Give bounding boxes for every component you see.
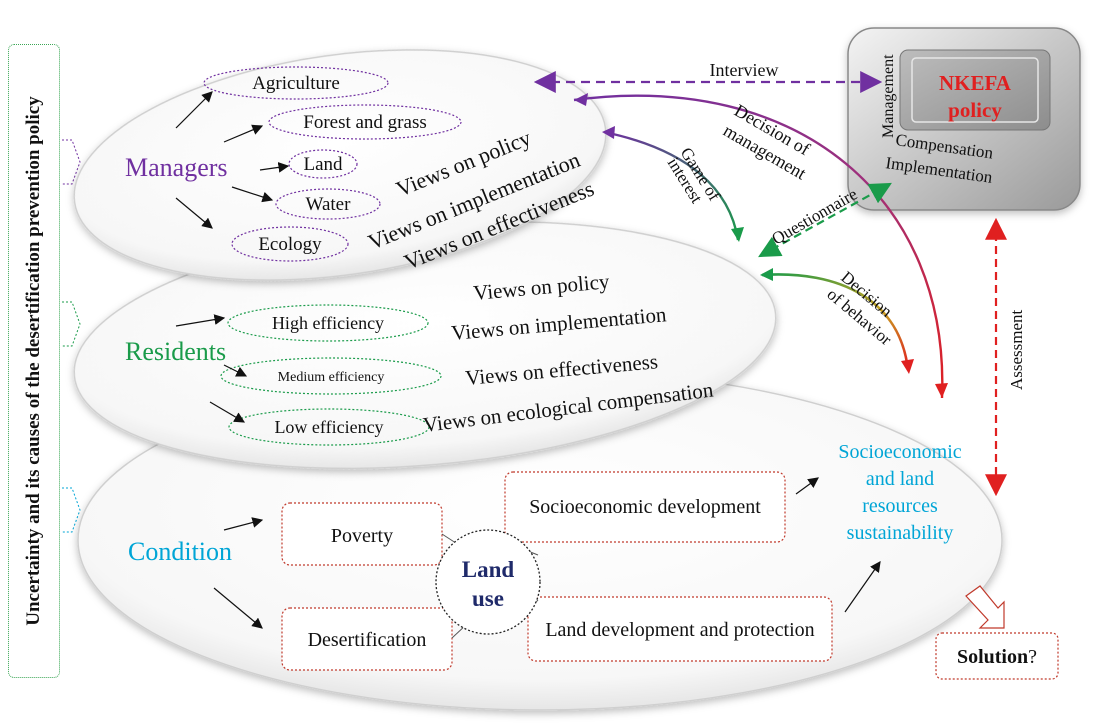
- desertification-box: [281, 607, 453, 671]
- desertification-label: Desertification: [308, 629, 427, 651]
- resident-items: [220, 304, 442, 446]
- socio-dev-label: Socioeconomic development: [529, 496, 761, 518]
- sustain-line1: Socioeconomic: [838, 441, 961, 463]
- decision-behavior-arrow: [761, 273, 910, 371]
- resident-item-arrows: [175, 314, 248, 423]
- land-use-label-line1: Land: [462, 557, 515, 582]
- manager-items: [203, 66, 462, 262]
- poverty-box: [281, 502, 443, 566]
- solution-suffix: ?: [1028, 646, 1037, 668]
- questionnaire-label: Questionnaire: [769, 184, 861, 248]
- assessment-label: Assessment: [1007, 309, 1026, 390]
- condition-boxes: [281, 471, 833, 671]
- resident-item-low-oval: [228, 408, 430, 446]
- policy-title-line2: policy: [948, 98, 1002, 122]
- poverty-label: Poverty: [331, 525, 393, 547]
- solution-bold: Solution: [957, 646, 1028, 668]
- residents-title: Residents: [125, 337, 226, 366]
- questionnaire-arrow: [758, 182, 892, 258]
- side-label-box: [8, 44, 60, 678]
- resident-item-medium: Medium efficiency: [278, 370, 385, 385]
- decision-management-head-bottom: [935, 383, 948, 398]
- resident-item-high: High efficiency: [272, 313, 384, 333]
- land-dev-box: [527, 596, 833, 662]
- resident-item-medium-oval: [220, 357, 442, 395]
- land-use-circle: [435, 529, 541, 635]
- manager-item-water: Water: [306, 194, 352, 215]
- condition-arrows: [213, 477, 881, 629]
- policy-management: Management: [880, 54, 897, 138]
- manager-item-land-oval: [288, 149, 358, 179]
- land-use-label-line2: use: [472, 586, 504, 611]
- decision-behavior-head-bottom: [901, 359, 914, 374]
- manager-item-agriculture-oval: [203, 66, 389, 100]
- condition-title: Condition: [128, 537, 232, 566]
- manager-item-water-oval: [275, 188, 381, 220]
- policy-title-line1: NKEFA: [939, 71, 1012, 95]
- sustain-line4: sustainability: [847, 522, 954, 544]
- game-of-interest-head-bottom: [731, 227, 744, 242]
- policy-box: NKEFA policy Management Compensation Imp…: [847, 27, 1081, 211]
- side-chevrons: [62, 139, 81, 533]
- manager-item-land: Land: [303, 154, 343, 175]
- manager-item-forest-oval: [268, 104, 462, 140]
- solution-arrow: [965, 585, 1005, 629]
- game-of-interest-head-top: [602, 126, 615, 139]
- manager-item-ecology: Ecology: [258, 234, 322, 255]
- decision-behavior-head-top: [760, 268, 773, 281]
- manager-item-arrows: [175, 91, 290, 229]
- managers-title: Managers: [125, 153, 228, 182]
- land-dev-label: Land development and protection: [545, 619, 814, 641]
- sustain-line2: and land: [866, 468, 934, 490]
- manager-item-ecology-oval: [231, 226, 349, 262]
- resident-item-low: Low efficiency: [274, 417, 383, 437]
- solution-label: Solution?: [957, 646, 1037, 668]
- decision-management-arrow: [573, 94, 944, 399]
- game-of-interest-arrow: [603, 130, 740, 241]
- manager-item-forest: Forest and grass: [303, 112, 426, 133]
- manager-item-agriculture: Agriculture: [252, 73, 340, 94]
- interview-label: Interview: [710, 60, 779, 80]
- resident-item-high-oval: [227, 304, 429, 342]
- socio-dev-box: [504, 471, 786, 543]
- decision-management-head-top: [574, 93, 588, 106]
- solution-box: [935, 632, 1059, 680]
- sustain-line3: resources: [862, 495, 938, 517]
